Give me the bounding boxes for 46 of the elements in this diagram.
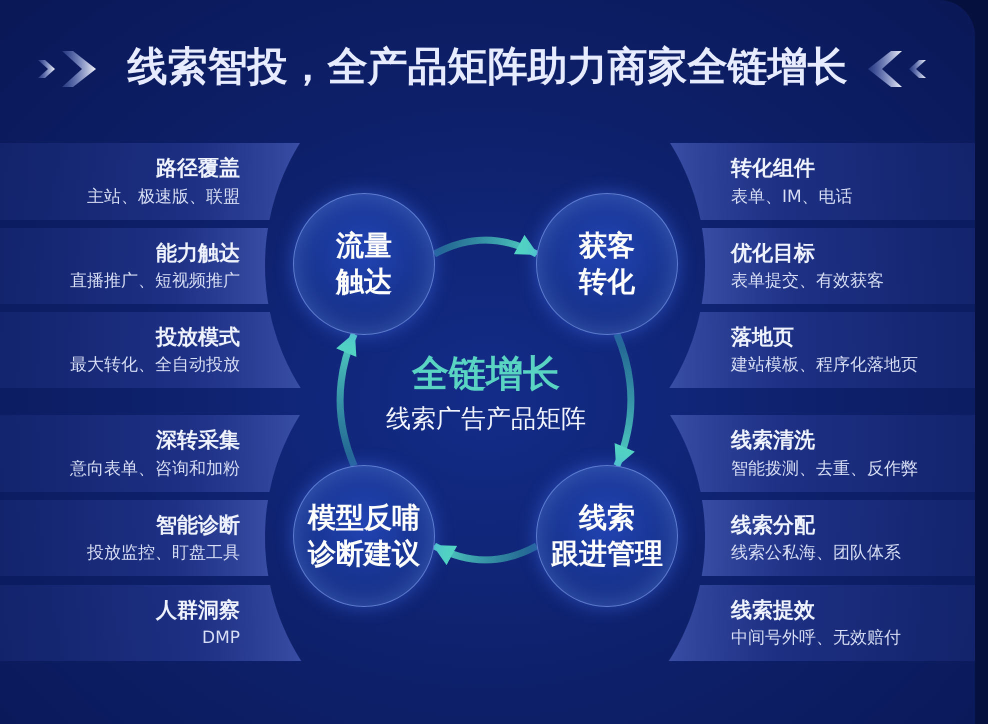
band-description: 智能拨测、去重、反作弊 — [731, 458, 918, 480]
band-description: 表单提交、有效获客 — [731, 270, 884, 292]
band-description: 直播推广、短视频推广 — [70, 270, 240, 292]
band-heading: 能力触达 — [156, 240, 240, 267]
curved-arrow — [614, 333, 634, 468]
band-heading: 人群洞察 — [156, 596, 240, 624]
band-heading: 智能诊断 — [156, 512, 240, 539]
band-heading: 线索分配 — [731, 512, 815, 539]
band-description: DMP — [202, 627, 240, 650]
center-title: 全链增长 — [412, 352, 560, 396]
feature-band — [0, 143, 301, 220]
feature-band — [0, 228, 269, 304]
feature-band — [668, 585, 975, 661]
band-heading: 线索提效 — [731, 596, 815, 624]
circle-label: 模型反哺诊断建议 — [308, 500, 420, 572]
band-heading: 深转采集 — [156, 427, 240, 454]
feature-band — [0, 500, 269, 576]
circle-label: 流量触达 — [336, 228, 392, 300]
band-description: 投放监控、盯盘工具 — [87, 542, 240, 564]
curved-arrow — [432, 235, 538, 258]
feature-band — [669, 415, 975, 492]
feature-band — [669, 143, 975, 220]
band-heading: 落地页 — [731, 324, 794, 351]
band-description: 最大转化、全自动投放 — [70, 354, 240, 376]
band-heading: 路径覆盖 — [156, 155, 240, 182]
feature-band — [701, 228, 975, 304]
feature-band — [0, 585, 302, 661]
band-heading: 投放模式 — [156, 324, 240, 351]
band-description: 建站模板、程序化落地页 — [731, 354, 918, 376]
band-heading: 优化目标 — [731, 240, 815, 267]
band-description: 中间号外呼、无效赔付 — [731, 627, 901, 650]
circle-label: 获客转化 — [579, 228, 635, 300]
circle-label: 线索跟进管理 — [551, 500, 663, 572]
feature-band — [669, 312, 975, 388]
feature-band — [0, 312, 301, 388]
band-description: 主站、极速版、联盟 — [87, 186, 240, 208]
band-heading: 转化组件 — [731, 155, 815, 182]
band-description: 表单、IM、电话 — [731, 186, 853, 208]
band-heading: 线索清洗 — [731, 427, 815, 454]
center-subtitle: 线索广告产品矩阵 — [386, 403, 586, 435]
page-title: 线索智投，全产品矩阵助力商家全链增长 — [128, 43, 848, 92]
band-description: 意向表单、咨询和加粉 — [70, 458, 240, 480]
band-description: 线索公私海、团队体系 — [731, 542, 901, 564]
feature-band — [0, 415, 301, 492]
feature-band — [701, 500, 975, 576]
curved-arrow — [432, 542, 538, 565]
